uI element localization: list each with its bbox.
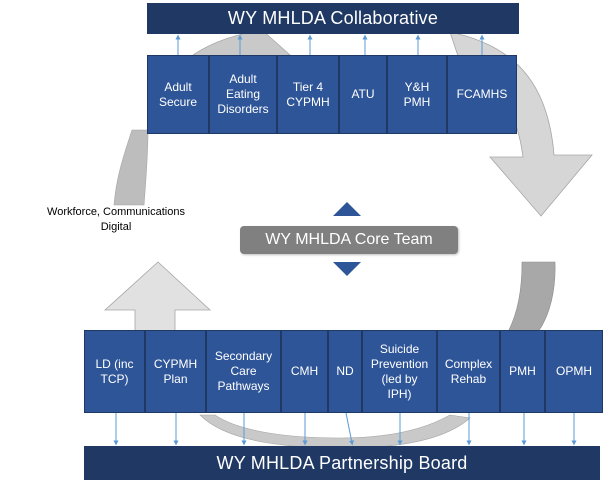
- member-box-atu: ATU: [339, 55, 387, 134]
- member-label: Y&H PMH: [403, 79, 431, 109]
- side-note: Workforce, Communications Digital: [47, 206, 185, 233]
- collaborative-title: WY MHLDA Collaborative: [227, 8, 439, 28]
- member-label: CYPMH Plan: [153, 356, 198, 386]
- member-box-ld-inc-tcp: LD (inc TCP): [84, 330, 145, 413]
- member-box-suicide-prevention: Suicide Prevention (led by IPH): [362, 330, 437, 413]
- member-label: ND: [336, 364, 354, 378]
- member-box-adult-eating-disorders: Adult Eating Disorders: [209, 55, 277, 134]
- partnership-title-bar: WY MHLDA Partnership Board: [84, 446, 600, 480]
- cycle-arrow-bottom-band: [199, 414, 471, 449]
- member-box-complex-rehab: Complex Rehab: [437, 330, 500, 413]
- member-box-adult-secure: Adult Secure: [147, 55, 209, 134]
- member-box-cypmh-plan: CYPMH Plan: [145, 330, 206, 413]
- collaborative-members-row: Adult Secure Adult Eating Disorders Tier…: [147, 55, 517, 134]
- member-label: FCAMHS: [456, 87, 508, 101]
- collaborative-title-bar: WY MHLDA Collaborative: [147, 3, 519, 34]
- member-box-opmh: OPMH: [545, 330, 603, 413]
- member-label: Complex Rehab: [444, 356, 493, 386]
- member-box-secondary-care-pathways: Secondary Care Pathways: [206, 330, 281, 413]
- core-team-label: WY MHLDA Core Team: [265, 231, 433, 248]
- partnership-title: WY MHLDA Partnership Board: [216, 452, 468, 473]
- member-box-pmh: PMH: [500, 330, 545, 413]
- member-label: Tier 4 CYPMH: [286, 79, 330, 109]
- cycle-arrow-bottom-left: [103, 261, 212, 336]
- member-box-tier4-cypmh: Tier 4 CYPMH: [277, 55, 339, 134]
- connector-arrow-bottom: [345, 412, 354, 446]
- member-box-cmh: CMH: [281, 330, 328, 413]
- core-team-box: WY MHLDA Core Team: [240, 226, 458, 254]
- cycle-arrow-left-band: [113, 129, 149, 206]
- member-label: LD (inc TCP): [95, 356, 134, 386]
- member-box-fcamhs: FCAMHS: [447, 55, 517, 134]
- member-label: Secondary Care Pathways: [214, 349, 273, 393]
- member-label: Adult Secure: [158, 79, 198, 109]
- member-box-yh-pmh: Y&H PMH: [387, 55, 447, 134]
- member-box-nd: ND: [328, 330, 362, 413]
- triangle-down-icon: [333, 262, 361, 276]
- triangle-up-icon: [333, 202, 361, 216]
- member-label: OPMH: [556, 364, 592, 378]
- member-label: PMH: [509, 364, 536, 378]
- member-label: ATU: [351, 87, 375, 101]
- partnership-members-row: LD (inc TCP) CYPMH Plan Secondary Care P…: [84, 330, 603, 413]
- member-label: Adult Eating Disorders: [217, 72, 269, 116]
- cycle-arrow-right-band: [507, 261, 556, 333]
- member-label: CMH: [290, 364, 319, 378]
- member-label: Suicide Prevention (led by IPH): [370, 341, 429, 401]
